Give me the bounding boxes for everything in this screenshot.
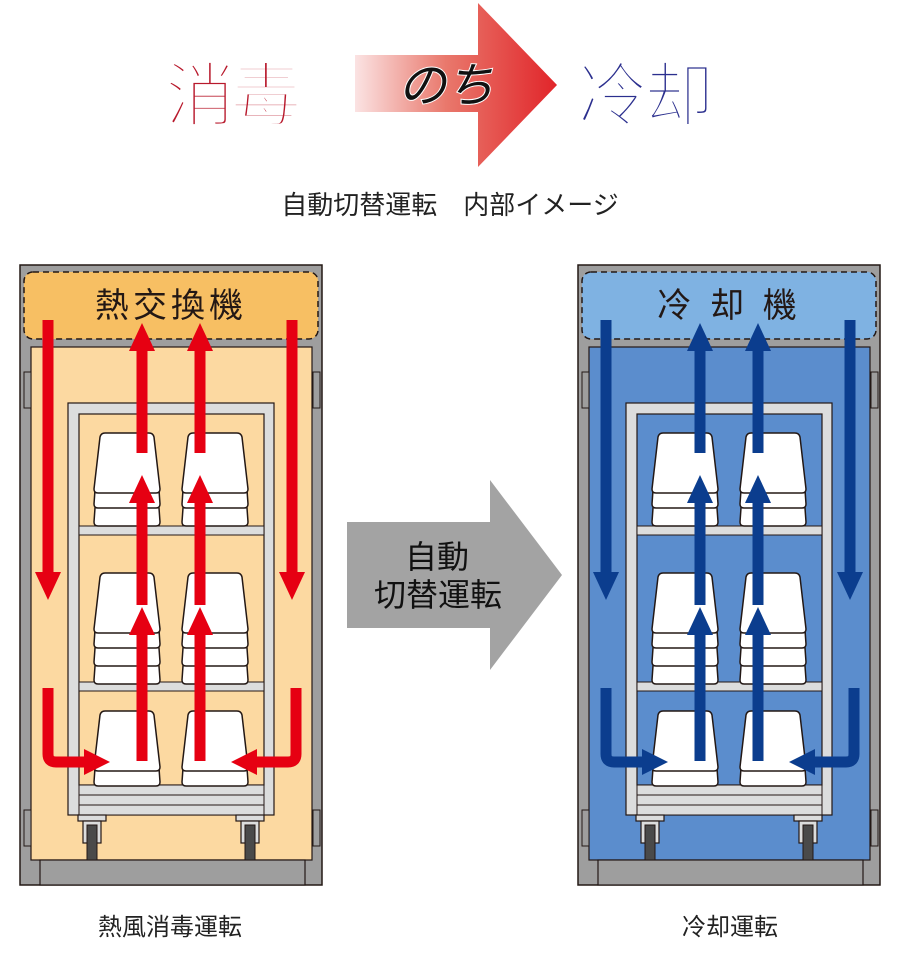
- airflow-up-arrow-shaft: [694, 351, 706, 453]
- airflow-up-arrow-shaft: [136, 635, 148, 761]
- caster-plate: [793, 814, 823, 822]
- subtitle: 自動切替運転 内部イメージ: [281, 191, 618, 221]
- unit-box: [581, 271, 877, 340]
- unit-label: 熱交換機: [95, 286, 247, 326]
- airflow-return-arrow-path: [600, 688, 642, 768]
- airflow-down-arrow-shaft: [600, 320, 612, 573]
- airflow-up-arrow-shaft: [752, 503, 764, 605]
- title-cooling: 冷却: [578, 55, 710, 137]
- rack-shelf: [636, 525, 823, 536]
- airflow-up-arrow-shaft: [752, 635, 764, 761]
- airflow-up-arrow-head: [187, 475, 213, 503]
- title: 消毒 のち 冷却: [164, 3, 715, 167]
- caster-wheel: [244, 824, 256, 861]
- hinge: [581, 371, 590, 409]
- caster-wheel: [644, 824, 656, 861]
- airflow-up-arrow-head: [129, 323, 155, 351]
- airflow-return-arrow-path: [42, 688, 84, 768]
- airflow-return-arrow-head: [789, 749, 815, 775]
- airflow-up-arrow-head: [129, 475, 155, 503]
- airflow-return-arrow-head: [231, 749, 257, 775]
- rack-shelf: [636, 681, 823, 692]
- caster-wheel: [86, 824, 98, 861]
- airflow-up-arrow-head: [745, 323, 771, 351]
- caption-heat-disinfection: 熱風消毒運転: [98, 913, 242, 941]
- rack-shelf: [78, 525, 265, 536]
- auto-switch-arrow: 自動 切替運転: [347, 480, 562, 670]
- plate: [93, 432, 161, 494]
- airflow-up-arrow-shaft: [752, 351, 764, 453]
- airflow-down-arrow-shaft: [42, 320, 54, 573]
- airflow-down-arrow-shaft: [844, 320, 856, 573]
- cooling-cabinet: 冷 却 機: [577, 264, 881, 886]
- airflow-up-arrow-shaft: [694, 503, 706, 605]
- airflow-return-arrow-head: [84, 749, 110, 775]
- airflow-return-arrow-path: [815, 688, 860, 768]
- airflow-up-arrow-head: [745, 607, 771, 635]
- rack-base-bar: [78, 794, 265, 806]
- airflow-up-arrow-shaft: [194, 635, 206, 761]
- cabinet-base: [39, 859, 306, 886]
- hinge: [581, 809, 590, 847]
- airflow-up-arrow-shaft: [136, 351, 148, 453]
- airflow-down-arrow-shaft: [286, 320, 298, 573]
- title-disinfection: 消毒: [165, 55, 300, 137]
- hinge: [312, 371, 321, 409]
- airflow-down-arrow-head: [593, 572, 619, 600]
- plate: [739, 572, 807, 634]
- rack-shelf: [78, 681, 265, 692]
- plate: [93, 572, 161, 634]
- airflow-return-arrow-path: [257, 688, 302, 768]
- airflow-down-arrow-head: [279, 572, 305, 600]
- airflow-down-arrow-head: [35, 572, 61, 600]
- plate: [181, 572, 249, 634]
- caster-plate: [635, 814, 665, 822]
- rack-base-bar: [636, 804, 823, 816]
- airflow-up-arrow-head: [129, 607, 155, 635]
- airflow-up-arrow-head: [187, 607, 213, 635]
- airflow-up-arrow-head: [745, 475, 771, 503]
- auto-switch-label-line2: 切替運転: [374, 576, 502, 614]
- hinge: [23, 371, 32, 409]
- auto-switch-label-line1: 自動: [405, 538, 469, 576]
- airflow-up-arrow-head: [687, 475, 713, 503]
- caption-cooling: 冷却運転: [682, 913, 778, 941]
- plate: [181, 432, 249, 494]
- title-then: のち: [398, 58, 494, 114]
- heat-disinfection-cabinet: 熱交換機: [19, 264, 323, 886]
- caster-plate: [77, 814, 107, 822]
- airflow-up-arrow-shaft: [194, 351, 206, 453]
- airflow-up-arrow-shaft: [194, 503, 206, 605]
- cabinet-base: [597, 859, 864, 886]
- plate: [651, 572, 719, 634]
- airflow-up-arrow-head: [187, 323, 213, 351]
- caster-plate: [235, 814, 265, 822]
- unit-label: 冷 却 機: [657, 286, 801, 326]
- plate: [651, 432, 719, 494]
- rack-base-bar: [78, 804, 265, 816]
- unit-box: [23, 271, 319, 340]
- hinge: [870, 809, 879, 847]
- airflow-up-arrow-head: [687, 607, 713, 635]
- hinge: [312, 809, 321, 847]
- hinge: [23, 809, 32, 847]
- title-arrow: [355, 3, 557, 167]
- airflow-up-arrow-shaft: [136, 503, 148, 605]
- auto-switch-arrow-shape: [347, 480, 562, 670]
- airflow-up-arrow-head: [687, 323, 713, 351]
- caster-wheel: [802, 824, 814, 861]
- airflow-down-arrow-head: [837, 572, 863, 600]
- rack-base-bar: [636, 794, 823, 806]
- hinge: [870, 371, 879, 409]
- airflow-return-arrow-head: [642, 749, 668, 775]
- airflow-up-arrow-shaft: [694, 635, 706, 761]
- plate: [739, 432, 807, 494]
